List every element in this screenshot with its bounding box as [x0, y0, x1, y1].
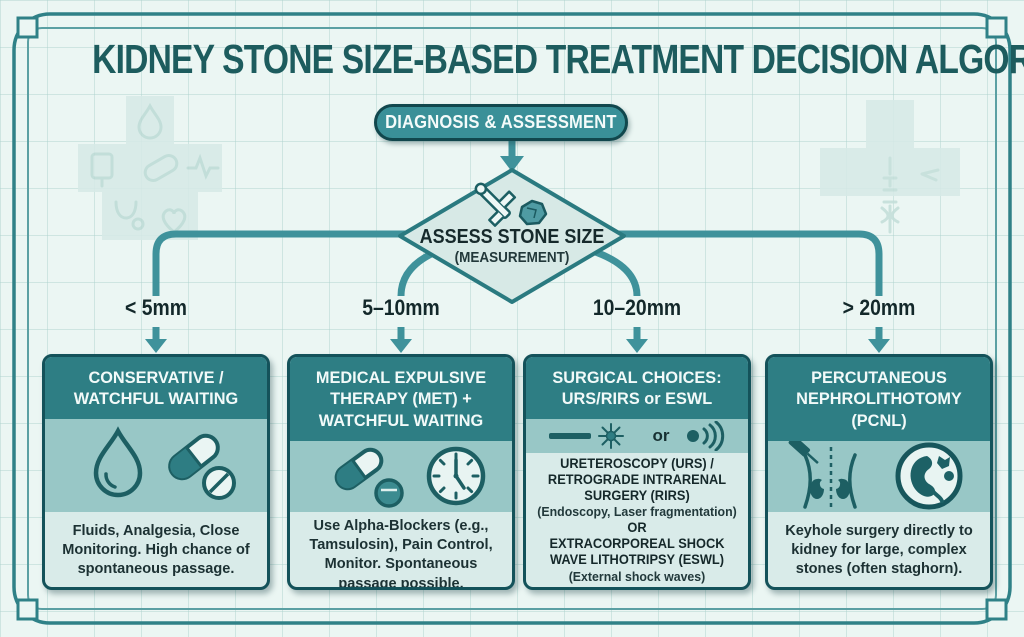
card-met-header: MEDICAL EXPULSIVE THERAPY (MET) + WATCHF…: [290, 357, 512, 441]
drop-watermark: [137, 102, 163, 140]
caduceus-watermark: [880, 200, 900, 234]
card-surgical-icons: or: [526, 419, 748, 453]
clock-icon: [426, 446, 486, 506]
shockwaves-text: (External shock waves): [568, 568, 706, 584]
caliper-icon: [474, 182, 517, 227]
kidney-staghorn-icon: [895, 442, 963, 510]
arrow-to-diamond: [500, 156, 524, 172]
card-pcnl: PERCUTANEOUS NEPHROLITHOTOMY (PCNL): [765, 354, 993, 590]
eswl-text: EXTRACORPOREAL SHOCK WAVE LITHOTRIPSY (E…: [549, 536, 725, 568]
size-label-5-10mm: 5–10mm: [362, 295, 440, 320]
ecg-watermark: [186, 153, 220, 180]
decision-subtitle: (MEASUREMENT): [454, 249, 570, 266]
card-conservative: CONSERVATIVE / WATCHFUL WAITING: [42, 354, 270, 590]
laser-icon: [548, 423, 624, 449]
heart-watermark: [161, 208, 187, 234]
card-met-body: Use Alpha-Blockers (e.g., Tamsulosin), P…: [309, 517, 493, 590]
card-surgical: SURGICAL CHOICES: URS/RIRS or ESWL or: [523, 354, 751, 590]
stone-icon: [518, 199, 548, 226]
card-pcnl-body: Keyhole surgery directly to kidney for l…: [785, 521, 973, 578]
shockwave-icon: [686, 421, 724, 451]
tool-watermark: [920, 168, 940, 182]
endoscopy-text: (Endoscopy, Laser fragmentation): [537, 504, 737, 520]
diagnosis-assessment-node: DIAGNOSIS & ASSESSMENT: [374, 104, 628, 141]
decision-title: ASSESS STONE SIZE: [419, 226, 605, 248]
arrow-branch-3: [626, 339, 648, 353]
card-surgical-body: URETEROSCOPY (URS) / RETROGRADE INTRAREN…: [526, 453, 748, 587]
card-met-icons: [290, 441, 512, 512]
capsule-and-tablet-icon: [168, 433, 236, 500]
stethoscope-watermark: [114, 200, 138, 220]
diagnosis-assessment-label: DIAGNOSIS & ASSESSMENT: [385, 112, 617, 132]
arrow-branch-1: [145, 339, 167, 353]
card-surgical-header: SURGICAL CHOICES: URS/RIRS or ESWL: [526, 357, 748, 419]
card-pcnl-icons: [768, 441, 990, 512]
card-conservative-body: Fluids, Analgesia, Close Monitoring. Hig…: [62, 521, 250, 578]
size-label-gt20mm: > 20mm: [842, 295, 916, 320]
or-text: OR: [627, 520, 647, 535]
or-separator: or: [652, 426, 670, 445]
capsule-and-pill-icon: [334, 447, 404, 508]
arrow-branch-4: [868, 339, 890, 353]
capsule-watermark: [143, 154, 179, 182]
decision-diamond: [398, 168, 626, 304]
water-drop-icon: [93, 426, 143, 498]
watermark-medical-icons-right: [818, 90, 978, 240]
size-label-10-20mm: 10–20mm: [592, 295, 682, 320]
page-title: KIDNEY STONE SIZE-BASED TREATMENT DECISI…: [92, 36, 1024, 82]
size-label-lt5mm: < 5mm: [125, 295, 187, 320]
card-conservative-icons: [45, 419, 267, 512]
urs-rirs-text: URETEROSCOPY (URS) / RETROGRADE INTRAREN…: [547, 455, 727, 504]
pcnl-syringe-body-icon: [788, 441, 857, 509]
syringe-icon: [788, 441, 819, 464]
card-conservative-header: CONSERVATIVE / WATCHFUL WAITING: [45, 357, 267, 419]
card-pcnl-header: PERCUTANEOUS NEPHROLITHOTOMY (PCNL): [768, 357, 990, 441]
arrow-branch-2: [390, 339, 412, 353]
measurement-icons: [474, 182, 548, 227]
card-met: MEDICAL EXPULSIVE THERAPY (MET) + WATCHF…: [287, 354, 515, 590]
